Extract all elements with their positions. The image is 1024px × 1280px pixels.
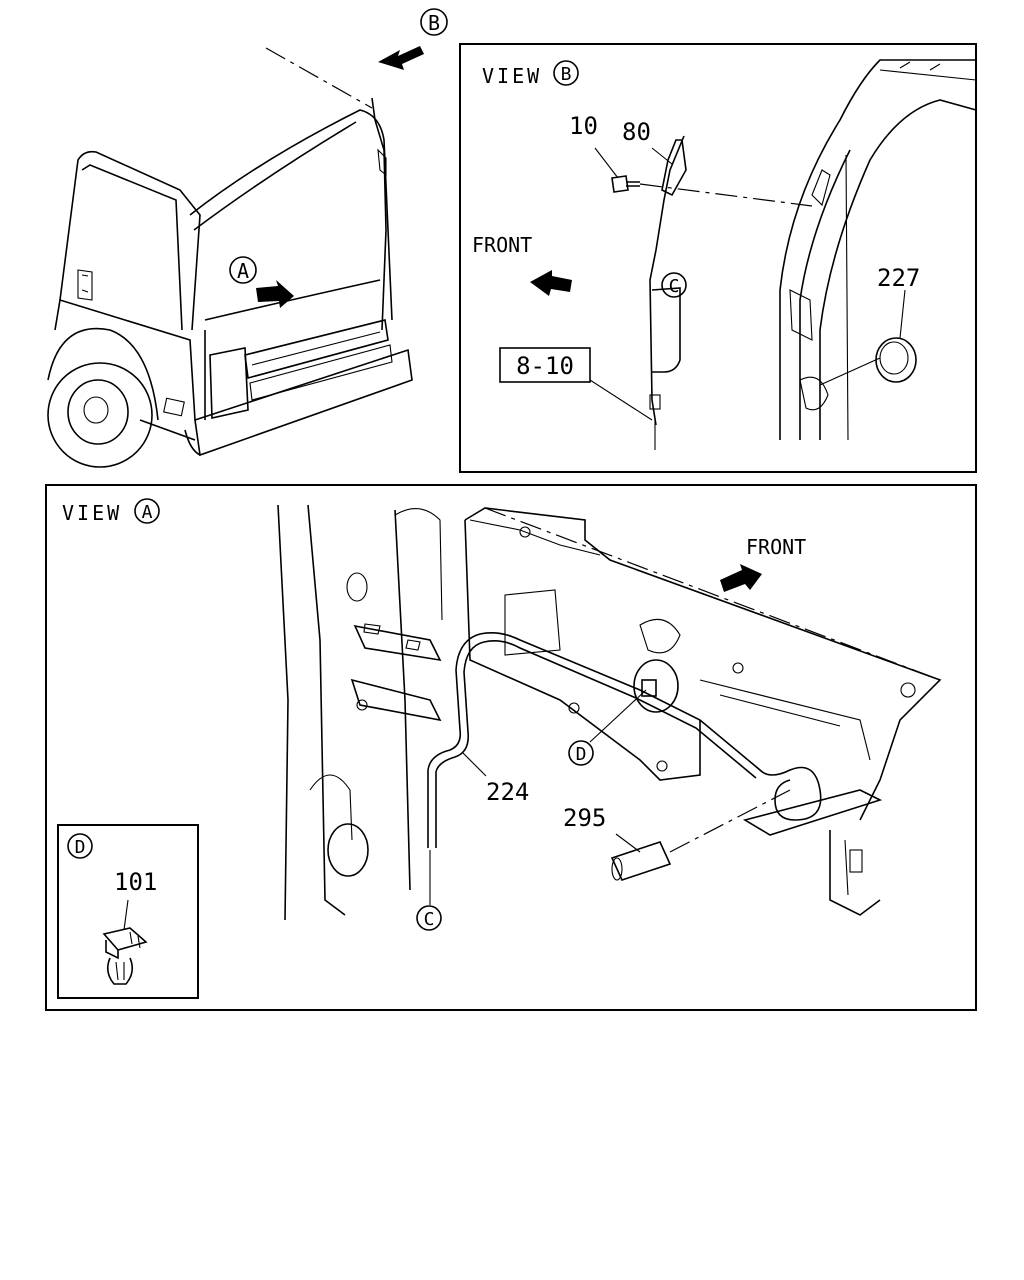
reference-box-8-10: 8-10	[516, 352, 574, 380]
svg-text:A: A	[237, 259, 249, 283]
arrow-view-a-icon	[256, 280, 294, 308]
hose-295	[610, 841, 672, 881]
front-label-b: FRONT	[472, 233, 532, 257]
front-arrow-b-icon	[530, 270, 572, 296]
view-a-title: VIEW	[62, 501, 122, 525]
callout-c-view-b: C	[669, 276, 680, 297]
callout-c-view-a: C	[424, 909, 435, 930]
detail-d-inset: D 101	[57, 824, 199, 999]
callout-b: B	[420, 8, 448, 36]
grommet-227	[875, 337, 917, 383]
part-number-10: 10	[569, 112, 598, 140]
front-arrow-a-icon	[720, 564, 762, 592]
part-number-101: 101	[114, 868, 157, 896]
front-label-a: FRONT	[746, 535, 806, 559]
view-b-letter: B	[561, 64, 572, 85]
callout-d-view-a: D	[576, 744, 587, 765]
part-number-224: 224	[486, 778, 529, 806]
part-number-295: 295	[563, 804, 606, 832]
view-b-panel: VIEW B FRONT 10 80	[459, 43, 977, 473]
callout-a: A	[229, 256, 257, 284]
clip-101	[102, 927, 148, 985]
part-number-227: 227	[877, 264, 920, 292]
view-a-panel: VIEW A	[45, 484, 977, 1011]
view-a-letter: A	[142, 502, 153, 523]
part-number-80: 80	[622, 118, 651, 146]
view-b-title: VIEW	[482, 64, 542, 88]
truck-cab-illustration	[47, 46, 424, 468]
arrow-view-b-icon	[378, 46, 424, 70]
detail-d-letter: D	[75, 837, 86, 858]
svg-text:B: B	[428, 11, 440, 35]
